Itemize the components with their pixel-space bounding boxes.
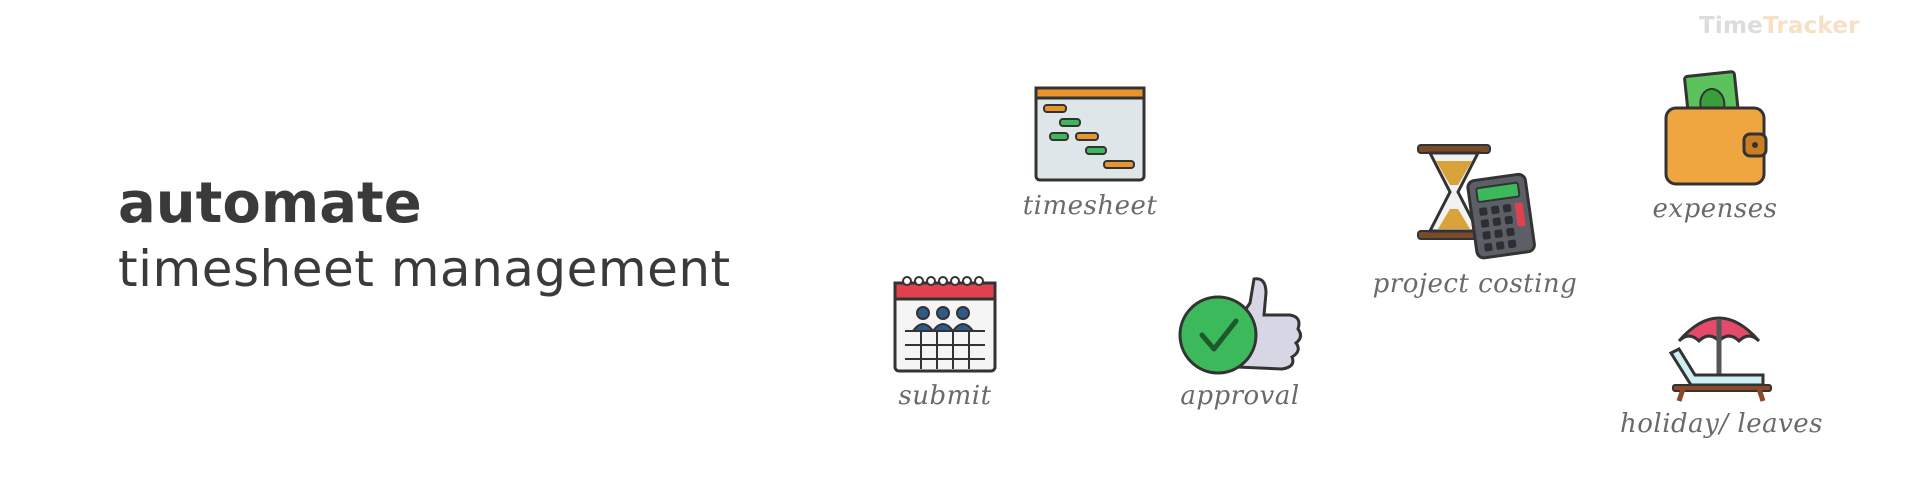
calendar-team-icon bbox=[893, 276, 997, 373]
feature-label: expenses bbox=[1652, 194, 1778, 224]
feature-label: timesheet bbox=[1022, 191, 1158, 221]
timesheet-gantt-icon bbox=[1034, 86, 1146, 182]
feature-submit: submit bbox=[890, 275, 1000, 411]
headline-subtitle: timesheet management bbox=[118, 240, 731, 298]
headline-title: automate bbox=[118, 171, 422, 236]
headline: automate timesheet management bbox=[118, 170, 731, 300]
thumbs-up-check-icon bbox=[1178, 277, 1303, 375]
brand-logo: TimeTracker bbox=[1699, 13, 1860, 39]
feature-label: approval bbox=[1180, 381, 1300, 411]
feature-holiday-leaves: holiday/ leaves bbox=[1620, 303, 1824, 439]
feature-label: holiday/ leaves bbox=[1620, 409, 1824, 439]
brand-logo-part2: Tracker bbox=[1762, 13, 1860, 39]
feature-label: project costing bbox=[1372, 269, 1578, 299]
feature-timesheet: timesheet bbox=[1020, 85, 1160, 221]
feature-project-costing: project costing bbox=[1370, 143, 1580, 299]
feature-expenses: expenses bbox=[1640, 70, 1790, 224]
wallet-money-icon bbox=[1664, 70, 1768, 186]
brand-logo-part1: Time bbox=[1699, 13, 1763, 39]
hourglass-calculator-icon bbox=[1417, 144, 1536, 260]
feature-label: submit bbox=[898, 381, 992, 411]
beach-chair-umbrella-icon bbox=[1668, 316, 1772, 402]
feature-approval: approval bbox=[1170, 275, 1310, 411]
